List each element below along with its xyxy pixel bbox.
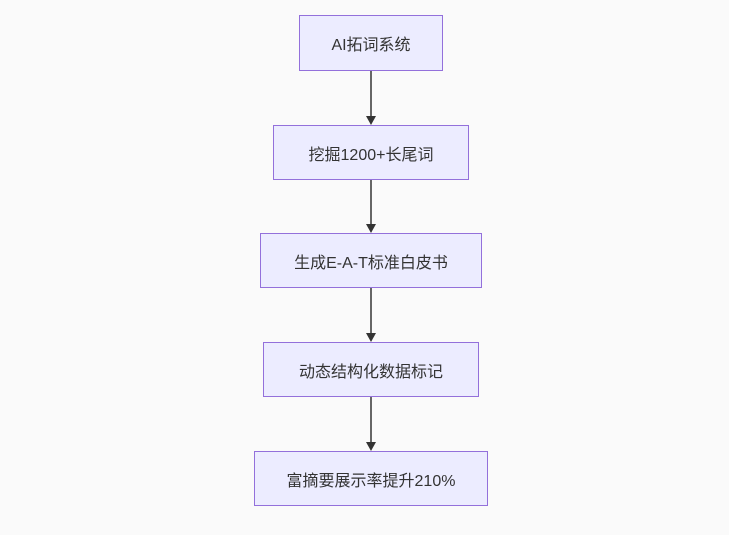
arrow-down-icon bbox=[366, 116, 376, 125]
edge-line bbox=[370, 71, 372, 119]
flowchart-node-structured-data-markup: 动态结构化数据标记 bbox=[263, 342, 479, 397]
flowchart-node-rich-snippet-result: 富摘要展示率提升210% bbox=[254, 451, 488, 506]
edge-line bbox=[370, 397, 372, 445]
edge-n1-n2 bbox=[365, 71, 377, 125]
flowchart-node-eat-whitepaper: 生成E-A-T标准白皮书 bbox=[260, 233, 482, 288]
edge-n3-n4 bbox=[365, 288, 377, 342]
flowchart-node-longtail-mining: 挖掘1200+长尾词 bbox=[273, 125, 469, 180]
edge-line bbox=[370, 288, 372, 336]
flowchart-node-ai-keyword-system: AI拓词系统 bbox=[299, 15, 443, 71]
arrow-down-icon bbox=[366, 333, 376, 342]
edge-line bbox=[370, 180, 372, 227]
edge-n2-n3 bbox=[365, 180, 377, 233]
edge-n4-n5 bbox=[365, 397, 377, 451]
arrow-down-icon bbox=[366, 224, 376, 233]
arrow-down-icon bbox=[366, 442, 376, 451]
